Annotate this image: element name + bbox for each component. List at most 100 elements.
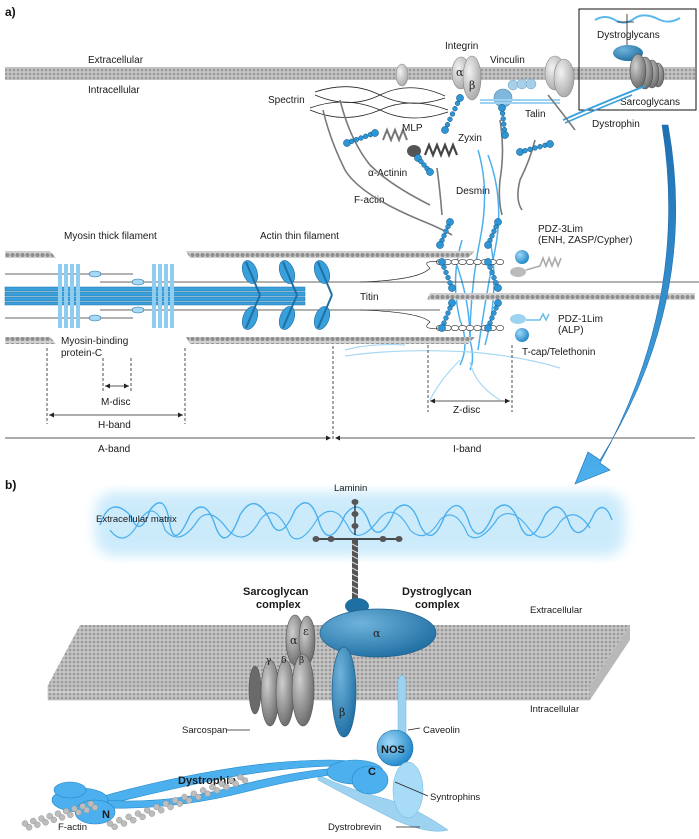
bead (546, 140, 554, 148)
intracellular-label: Intracellular (88, 85, 140, 96)
bead (443, 269, 449, 276)
actin-monomer (67, 811, 74, 819)
alpha-actinin-chains (343, 94, 554, 176)
bead (445, 223, 451, 230)
caveolin-label: Caveolin (423, 725, 460, 736)
dg-alpha: α (373, 627, 381, 640)
actin-monomer (185, 797, 193, 804)
bead (448, 284, 456, 292)
myosin-neck (282, 294, 298, 329)
nos (376, 729, 414, 767)
thin-filament-top (186, 251, 475, 258)
actin-monomer (25, 824, 33, 831)
thin-filament-middle-right (427, 293, 695, 300)
sarcoglycans-label: Sarcoglycans (620, 97, 680, 108)
panel-a-label: a) (5, 5, 16, 19)
h-band-label: H-band (98, 420, 131, 431)
bead (363, 133, 369, 139)
actin-monomer (232, 780, 239, 788)
band-markers (5, 345, 695, 440)
alpha-actinin-label: α-Actinin (368, 168, 407, 179)
bead (421, 162, 427, 168)
bead (493, 223, 499, 230)
myosin-neck (245, 261, 261, 296)
bead (484, 241, 492, 249)
titin-bead (473, 325, 482, 331)
bead (445, 274, 451, 281)
vinculin (493, 78, 537, 108)
actin-monomer (120, 820, 128, 827)
bead (498, 104, 506, 112)
bead (494, 284, 502, 292)
actin-monomer (79, 803, 86, 810)
sg-gamma: γ (266, 656, 271, 666)
titin-bead (465, 325, 475, 331)
pdz1lim-label-2: (ALP) (558, 325, 584, 336)
bead (454, 100, 461, 106)
actin-monomer (106, 820, 114, 827)
vinculin-label: Vinculin (490, 55, 525, 66)
bead (441, 126, 449, 134)
panel-b-extracellular-label: Extracellular (530, 605, 582, 616)
pdz-1lim-body (510, 314, 526, 324)
titin-bead (450, 325, 460, 331)
sarcolemma-membrane (5, 67, 695, 80)
pdz-3lim-ball (515, 250, 529, 264)
actin-monomer (139, 813, 146, 821)
actin-monomer (218, 780, 225, 787)
actin-monomer (116, 816, 123, 824)
bead (489, 315, 495, 321)
sg-beta: β (299, 656, 304, 666)
pdz-3lim-spring (525, 255, 562, 271)
actin-monomer (237, 773, 244, 781)
bead (527, 146, 533, 152)
myosin-heads (241, 260, 333, 330)
thin-filament-top-left (5, 251, 56, 258)
sarcospan-label: Sarcospan (182, 725, 227, 736)
bead (438, 258, 446, 266)
bead (444, 122, 451, 128)
titin-bead (495, 325, 505, 331)
titin-strand (359, 261, 441, 283)
titin-strand (359, 309, 441, 329)
bead (484, 324, 492, 332)
pdz-1lim-spring (526, 312, 550, 322)
actin-monomer (190, 790, 197, 797)
bead (487, 264, 493, 270)
spectrin-label: Spectrin (268, 95, 305, 106)
actin-monomer (204, 790, 211, 797)
dystrophin-label: Dystrophin (592, 119, 640, 130)
extracellular-label: Extracellular (88, 55, 144, 66)
beta-dystroglycan (331, 646, 357, 738)
actin-monomer (46, 812, 53, 820)
m-disc-label: M-disc (101, 397, 130, 408)
titin-bead (458, 259, 467, 265)
titin-bead (458, 325, 467, 331)
bead (516, 148, 524, 156)
ecm-glow (95, 492, 625, 556)
bead (436, 241, 444, 249)
bead (522, 148, 528, 154)
m-line-ovals (88, 270, 145, 322)
titin-bead (473, 259, 482, 265)
integrin-beta: β (469, 79, 475, 92)
mybpc-label-2: protein-C (61, 348, 102, 359)
actin-monomer (171, 797, 179, 804)
mybpc-label-1: Myosin-binding (61, 336, 128, 347)
actin-monomer (241, 777, 249, 784)
bead (443, 228, 449, 234)
dystrophin-strand (562, 85, 646, 121)
actin-monomer (213, 787, 221, 794)
actin-monomer (111, 823, 118, 831)
membrane-protein-gray (395, 63, 409, 87)
panel-b-label: b) (5, 478, 16, 492)
membrane-protein-large (544, 55, 575, 98)
ecm-fibers-2 (109, 510, 591, 540)
bead (500, 116, 506, 122)
thin-filament-bottom-left (5, 337, 56, 344)
dystrophin-strand-2 (564, 94, 633, 124)
bead (443, 315, 449, 321)
sg-delta: δ (281, 656, 286, 666)
actin-monomer (54, 810, 62, 817)
